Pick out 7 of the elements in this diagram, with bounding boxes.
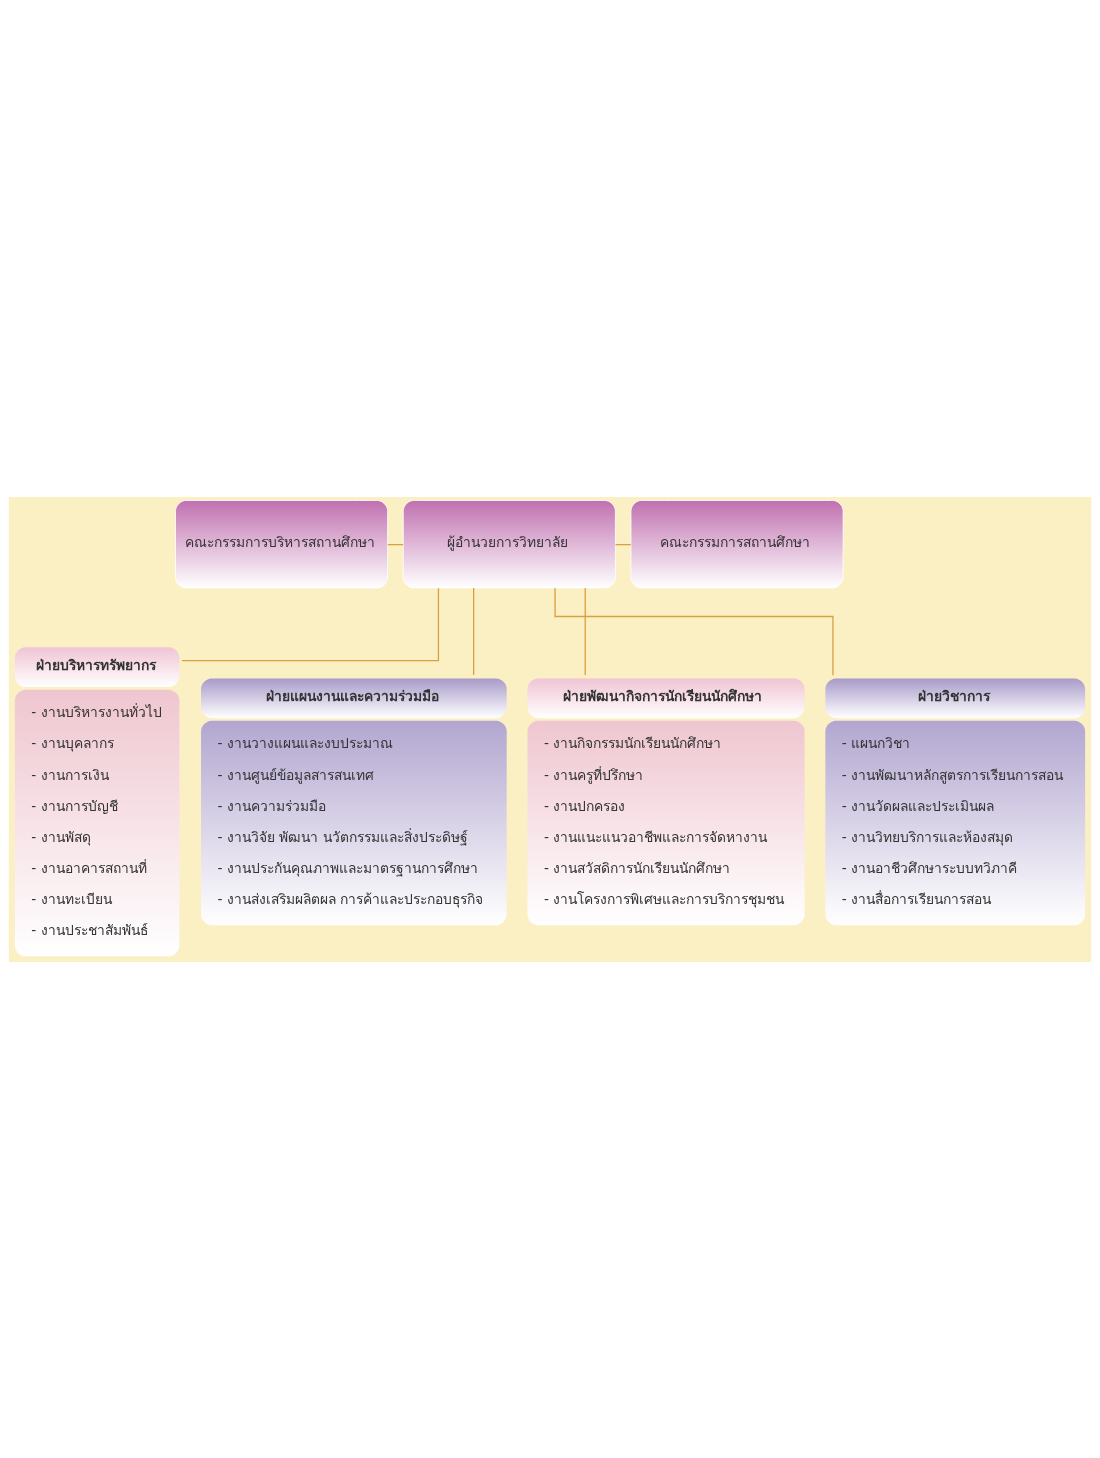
connector: [584, 586, 586, 676]
connector: [181, 587, 440, 661]
connector: [554, 587, 834, 676]
node-box: คณะกรรมการสถานศึกษา: [630, 499, 844, 588]
node-box: คณะกรรมการบริหารสถานศึกษา: [175, 499, 389, 588]
node-box: ผู้อำนวยการวิทยาลัย: [402, 499, 616, 588]
connector: [473, 586, 475, 676]
